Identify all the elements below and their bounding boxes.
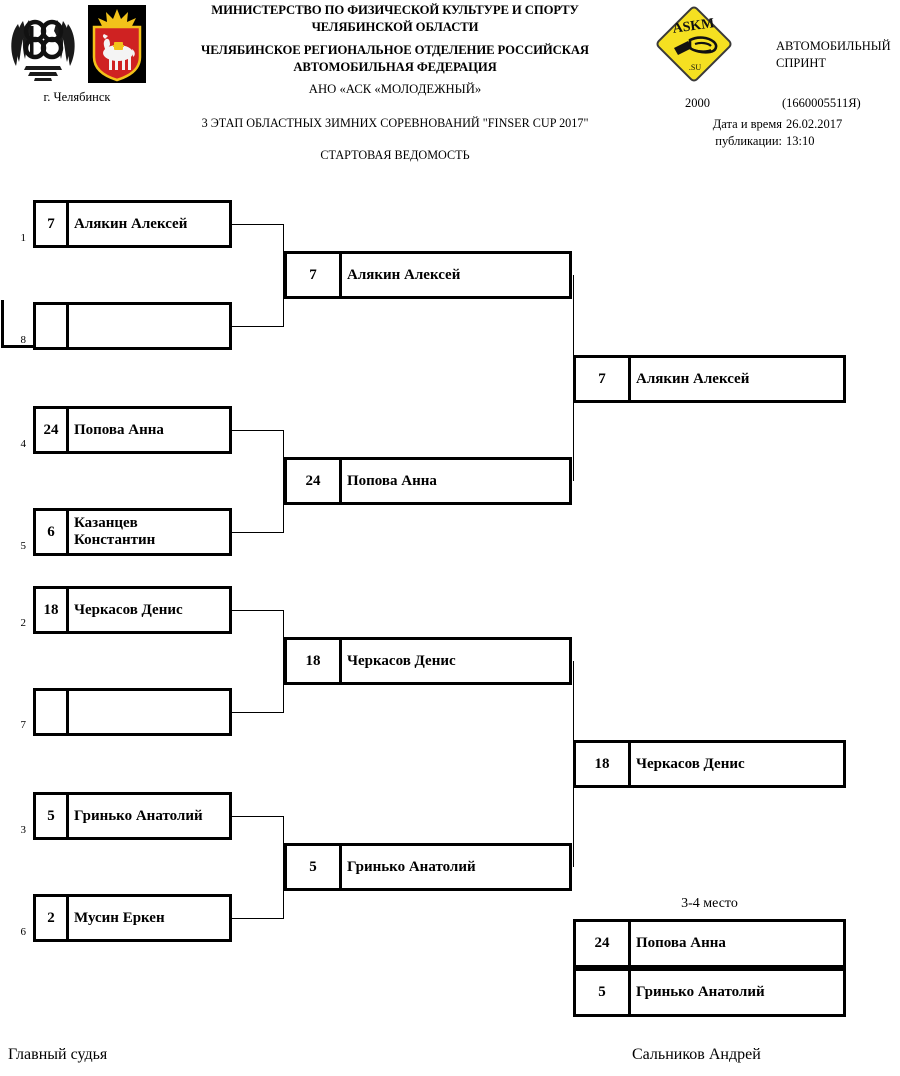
seed-number-5: 5 [20, 540, 27, 552]
competitor-name: Алякин Алексей [636, 370, 750, 387]
competitor-name: Гринько Анатолий [636, 984, 765, 1000]
connector-r1-pair-4 [283, 816, 284, 919]
publication-date: 26.02.2017 [786, 117, 843, 131]
competitor-name: Черкасов Денис [636, 755, 745, 772]
seed-number-8: 8 [20, 334, 27, 346]
connector-r1-3 [232, 430, 284, 431]
competitor-name: Казанцев Константин [74, 515, 156, 548]
seed-number-7: 7 [20, 719, 27, 731]
connector-r1-pair-3 [283, 610, 284, 713]
competitor-number: 7 [576, 358, 631, 400]
ministry-line-1: МИНИСТЕРСТВО ПО ФИЗИЧЕСКОЙ КУЛЬТУРЕ И СП… [211, 3, 579, 17]
competitor-name: Гринько Анатолий [347, 858, 476, 875]
competitor-name [69, 691, 229, 733]
connector-r1-4 [232, 532, 284, 533]
class-number: 2000 [685, 96, 710, 110]
competitor-number: 7 [36, 203, 69, 245]
left-edge-connector-horizontal [1, 345, 34, 348]
competitor-name: Черкасов Денис [347, 652, 456, 669]
competitor-name: Черкасов Денис [74, 601, 183, 618]
competitor-number: 5 [576, 971, 631, 1014]
ministry-line-2: ЧЕЛЯБИНСКОЙ ОБЛАСТИ [311, 20, 479, 34]
match-box-r3-1[interactable]: 7 Алякин Алексей [573, 355, 846, 403]
match-box-r1-8[interactable]: 2 Мусин Еркен [33, 894, 232, 942]
match-box-r1-1[interactable]: 7 Алякин Алексей [33, 200, 232, 248]
competitor-number [36, 305, 69, 347]
competitor-number: 18 [287, 640, 342, 682]
connector-r1-1 [232, 224, 284, 225]
competitor-name: Попова Анна [74, 421, 164, 438]
match-box-r2-3[interactable]: 18 Черкасов Денис [284, 637, 572, 685]
city-label: г. Челябинск [43, 90, 111, 104]
seed-number-3: 3 [20, 824, 27, 836]
publication-time: 13:10 [786, 134, 815, 148]
federation-line-2: АВТОМОБИЛЬНАЯ ФЕДЕРАЦИЯ [293, 60, 497, 74]
match-box-r1-5[interactable]: 18 Черкасов Денис [33, 586, 232, 634]
connector-r1-5 [232, 610, 284, 611]
organization-line: АНО «АСК «МОЛОДЕЖНЫЙ» [308, 82, 482, 96]
match-box-r1-6[interactable] [33, 688, 232, 736]
competitor-name: Алякин Алексей [74, 215, 188, 232]
competitor-name: Попова Анна [636, 935, 726, 951]
competitor-name: Мусин Еркен [74, 909, 165, 926]
askm-su-text: .SU [689, 63, 701, 72]
competitor-number: 24 [576, 922, 631, 965]
competitor-number: 18 [576, 743, 631, 785]
discipline-line-1: АВТОМОБИЛЬНЫЙ [776, 39, 891, 53]
competitor-number: 7 [287, 254, 342, 296]
askm-wordmark: ASKM [672, 16, 716, 37]
competitor-number: 5 [36, 795, 69, 837]
chief-judge-role: Главный судья [8, 1046, 108, 1063]
left-edge-connector-vertical [1, 300, 4, 348]
event-title: 3 ЭТАП ОБЛАСТНЫХ ЗИМНИХ СОРЕВНОВАНИЙ "FI… [201, 116, 589, 130]
match-box-r2-2[interactable]: 24 Попова Анна [284, 457, 572, 505]
match-box-r2-1[interactable]: 7 Алякин Алексей [284, 251, 572, 299]
competitor-number [36, 691, 69, 733]
competitor-number: 6 [36, 511, 69, 553]
competitor-name: Гринько Анатолий [74, 807, 203, 824]
seed-number-2: 2 [20, 617, 27, 629]
connector-r1-8 [232, 918, 284, 919]
competitor-name [69, 305, 229, 347]
match-box-r2-4[interactable]: 5 Гринько Анатолий [284, 843, 572, 891]
discipline-line-2: СПРИНТ [776, 56, 827, 70]
title-block: МИНИСТЕРСТВО ПО ФИЗИЧЕСКОЙ КУЛЬТУРЕ И СП… [150, 2, 640, 163]
competitor-name: Попова Анна [347, 472, 437, 489]
match-box-r1-7[interactable]: 5 Гринько Анатолий [33, 792, 232, 840]
connector-r1-pair-1 [283, 224, 284, 327]
discipline-title: АВТОМОБИЛЬНЫЙ СПРИНТ [776, 38, 900, 72]
askm-logo-icon: ASKM .SU [648, 4, 740, 84]
match-box-r1-3[interactable]: 24 Попова Анна [33, 406, 232, 454]
seed-number-1: 1 [20, 232, 27, 244]
competitor-name: Алякин Алексей [347, 266, 461, 283]
competitor-number: 5 [287, 846, 342, 888]
chief-judge-name: Сальников Андрей [632, 1046, 761, 1063]
competitor-number: 24 [36, 409, 69, 451]
competitor-number: 18 [36, 589, 69, 631]
match-box-r1-2[interactable] [33, 302, 232, 350]
federation-line-1: ЧЕЛЯБИНСКОЕ РЕГИОНАЛЬНОЕ ОТДЕЛЕНИЕ РОССИ… [201, 43, 589, 57]
competitor-number: 2 [36, 897, 69, 939]
publication-label-1: Дата и время [712, 117, 782, 131]
document-header: г. Челябинск МИНИСТЕРСТВО ПО ФИЗИЧЕСКОЙ … [0, 0, 900, 175]
seed-number-4: 4 [20, 438, 27, 450]
document-type: СТАРТОВАЯ ВЕДОМОСТЬ [320, 148, 470, 162]
federation-emblem-icon [6, 4, 80, 82]
competitor-number: 24 [287, 460, 342, 502]
connector-r1-7 [232, 816, 284, 817]
publication-label-2: публикации: [715, 134, 782, 148]
registry-code: (1660005511Я) [782, 96, 861, 110]
match-box-r3-2[interactable]: 18 Черкасов Денис [573, 740, 846, 788]
chelyabinsk-coat-of-arms-icon [88, 5, 146, 83]
connector-r1-pair-2 [283, 430, 284, 533]
connector-r1-2 [232, 326, 284, 327]
seed-number-6: 6 [20, 926, 27, 938]
third-place-label: 3-4 место [681, 896, 738, 911]
connector-r1-6 [232, 712, 284, 713]
third-place-box-1[interactable]: 24 Попова Анна [573, 919, 846, 968]
match-box-r1-4[interactable]: 6 Казанцев Константин [33, 508, 232, 556]
third-place-box-2[interactable]: 5 Гринько Анатолий [573, 968, 846, 1017]
